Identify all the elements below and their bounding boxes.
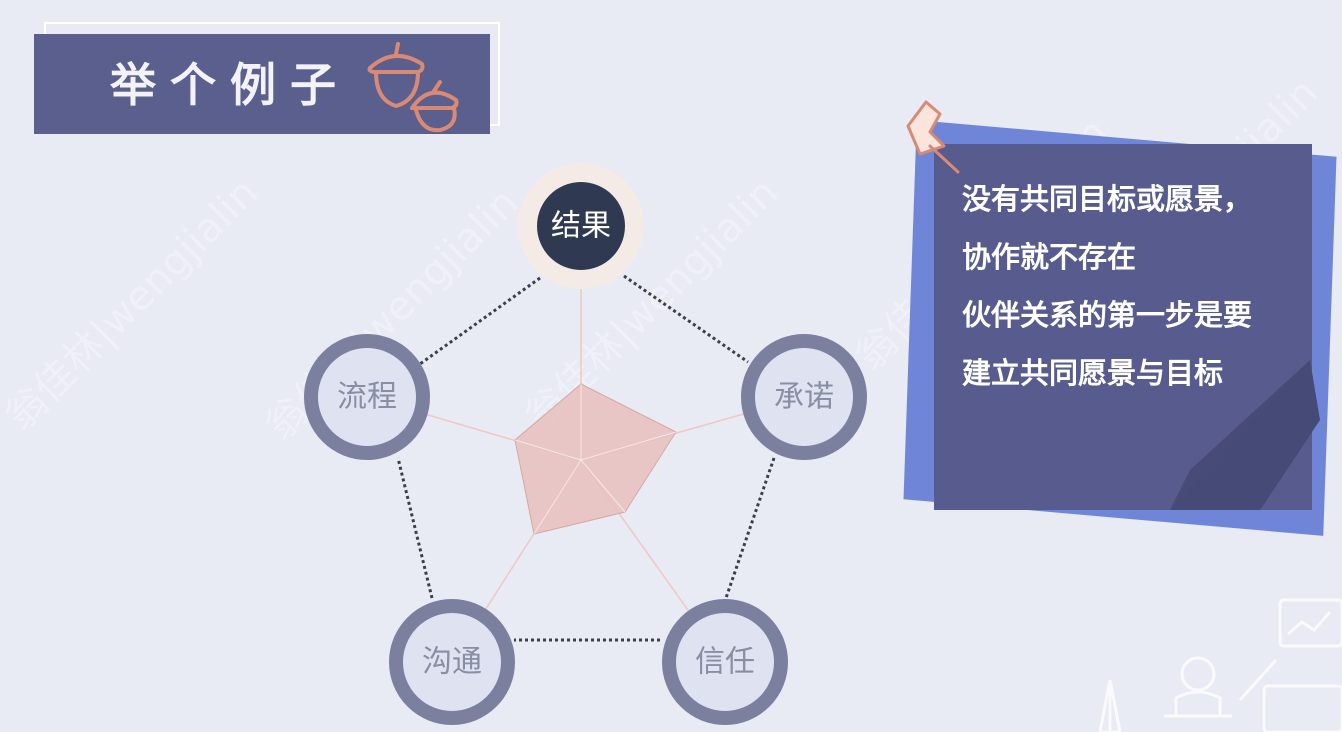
note-line: 协作就不存在	[962, 240, 1137, 274]
radar-shape	[514, 383, 677, 535]
note-fold	[1170, 360, 1320, 510]
node-communication-label: 沟通	[422, 645, 482, 680]
note-text: 没有共同目标或愿景， 协作就不存在 伙伴关系的第一步是要 建立共同愿景与目标	[962, 170, 1302, 402]
pushpin-icon	[906, 100, 960, 174]
note-line: 伙伴关系的第一步是要	[962, 298, 1253, 332]
acorn-icon	[367, 42, 459, 133]
page-title: 举个例子	[110, 58, 350, 112]
note-line: 没有共同目标或愿景，	[962, 182, 1253, 216]
node-process-label: 流程	[337, 380, 397, 415]
node-trust-label: 信任	[695, 645, 755, 680]
node-communication: 沟通	[389, 599, 515, 725]
node-commitment: 承诺	[741, 334, 867, 460]
office-decoration-icon	[1098, 598, 1342, 732]
note-line: 建立共同愿景与目标	[962, 356, 1224, 390]
node-commitment-label: 承诺	[774, 380, 834, 415]
node-process: 流程	[304, 334, 430, 460]
node-trust: 信任	[662, 599, 788, 725]
title-banner	[34, 34, 490, 134]
node-result: 结果	[551, 209, 611, 244]
